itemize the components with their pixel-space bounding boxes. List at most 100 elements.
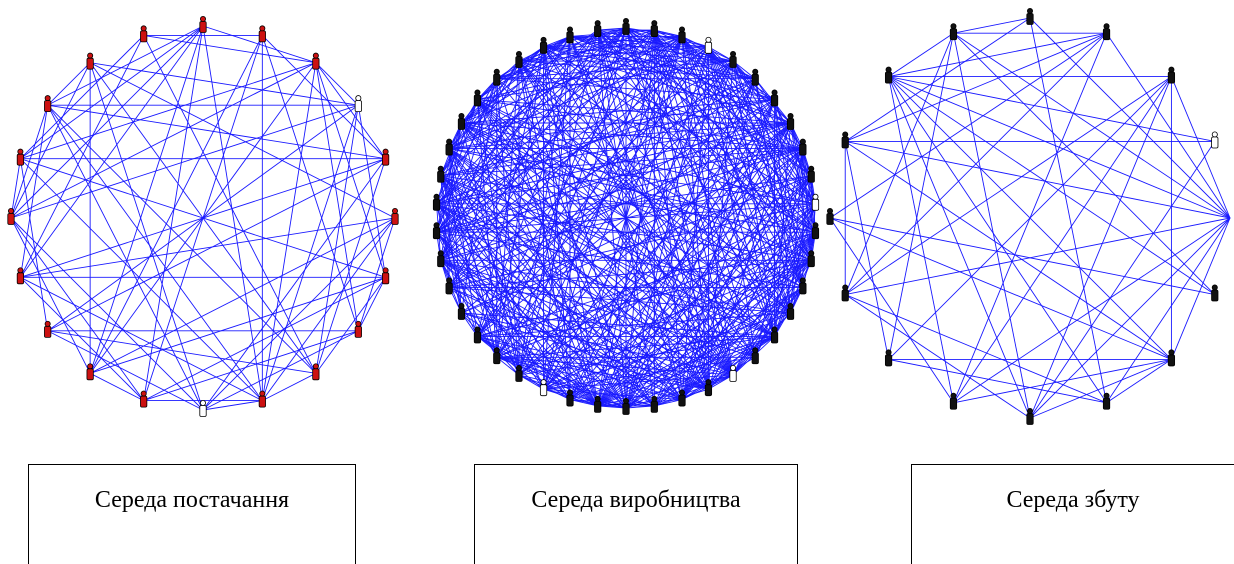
production-edge	[569, 36, 816, 233]
sales-person-icon	[1167, 66, 1176, 84]
supply-person-icon	[140, 390, 148, 408]
production-edge	[440, 259, 571, 400]
production-edge	[461, 122, 709, 390]
sales-person-icon	[884, 66, 893, 84]
production-edge	[653, 231, 816, 407]
supply-edge	[20, 62, 316, 160]
supply-edge	[20, 276, 263, 402]
production-edge	[440, 60, 520, 261]
production-edge	[448, 148, 627, 409]
production-edge	[569, 36, 791, 124]
sales-edge	[844, 33, 954, 295]
supply-network	[7, 15, 399, 417]
sales-edge	[888, 76, 1031, 419]
supply-person-icon	[16, 148, 24, 166]
sales-edge	[1106, 217, 1231, 404]
supply-edge	[315, 277, 386, 374]
supply-edge	[19, 105, 49, 278]
production-edge	[543, 36, 571, 48]
production-edges	[436, 27, 816, 409]
production-edge	[543, 148, 804, 390]
sales-edge	[829, 217, 1215, 295]
production-edge	[681, 36, 816, 233]
production-edge	[436, 203, 683, 400]
sales-edge	[888, 32, 1107, 78]
sales-edge	[844, 141, 1172, 360]
supply-edge	[315, 105, 359, 374]
supply-edge	[10, 158, 21, 219]
supply-edge	[10, 25, 204, 219]
sales-person-icon	[826, 207, 834, 225]
production-person-icon	[751, 347, 759, 365]
production-edge	[461, 36, 571, 124]
production-edge	[708, 46, 734, 62]
production-edge	[436, 203, 775, 337]
production-edge	[496, 203, 816, 358]
production-edge	[518, 60, 803, 150]
production-person-icon	[437, 165, 445, 183]
production-person-icon	[622, 17, 630, 35]
production-edge	[653, 29, 816, 205]
production-edge	[597, 29, 816, 205]
production-person-icon	[566, 389, 574, 407]
supply-caption-box: Середа постачання	[28, 464, 356, 564]
supply-person-icon	[312, 52, 320, 70]
sales-edge	[1106, 359, 1172, 404]
production-caption: Середа виробництва	[531, 487, 741, 513]
production-edge	[625, 27, 756, 358]
supply-edge	[143, 276, 386, 402]
production-edge	[448, 148, 775, 337]
production-edge	[732, 60, 804, 288]
supply-edge	[89, 62, 317, 374]
production-edge	[732, 260, 812, 376]
sales-edge	[953, 358, 1172, 404]
sales-edge	[953, 17, 1031, 34]
production-edge	[436, 99, 478, 233]
production-edge	[597, 287, 804, 407]
production-person-icon	[799, 277, 807, 295]
supply-edge	[315, 62, 359, 106]
supply-edge	[262, 35, 386, 159]
supply-edge	[47, 158, 386, 332]
supply-edge	[10, 217, 91, 374]
sales-edge	[845, 32, 1107, 142]
sales-edges	[829, 17, 1231, 419]
sales-person-icon	[1102, 23, 1111, 41]
supply-edges	[10, 25, 396, 411]
production-edge	[708, 46, 812, 261]
production-edge	[496, 60, 520, 358]
production-edge	[477, 336, 627, 409]
production-edge	[461, 312, 775, 337]
production-edge	[543, 46, 571, 400]
supply-edge	[89, 62, 204, 411]
production-person-icon	[786, 302, 795, 320]
sales-edge	[845, 217, 1231, 295]
supply-edge	[47, 104, 204, 411]
sales-edge	[888, 76, 1107, 404]
production-edge	[496, 27, 627, 358]
sales-edge	[1029, 359, 1172, 419]
production-edge	[461, 122, 803, 150]
supply-edge	[10, 105, 49, 219]
sales-person-icon	[841, 131, 849, 149]
production-person-icon	[457, 113, 466, 130]
sales-edge	[829, 217, 1172, 360]
sales-edge	[845, 294, 1107, 404]
production-edge	[477, 99, 803, 150]
supply-edge	[10, 217, 145, 401]
production-edge	[518, 60, 756, 80]
production-edge	[477, 99, 655, 407]
sales-caption-box: Середа збуту	[911, 464, 1234, 564]
production-person-icon	[770, 89, 779, 107]
sales-edge	[1029, 141, 1216, 419]
production-edge	[440, 46, 544, 261]
production-person-icon	[811, 222, 820, 240]
production-person-icon	[811, 193, 820, 211]
production-edge	[448, 148, 756, 358]
production-edge	[440, 175, 544, 390]
production-edge	[440, 60, 520, 176]
sales-person-icon	[1102, 392, 1111, 410]
production-edge	[681, 99, 775, 400]
supply-person-icon	[86, 52, 94, 70]
production-edge	[597, 29, 734, 62]
